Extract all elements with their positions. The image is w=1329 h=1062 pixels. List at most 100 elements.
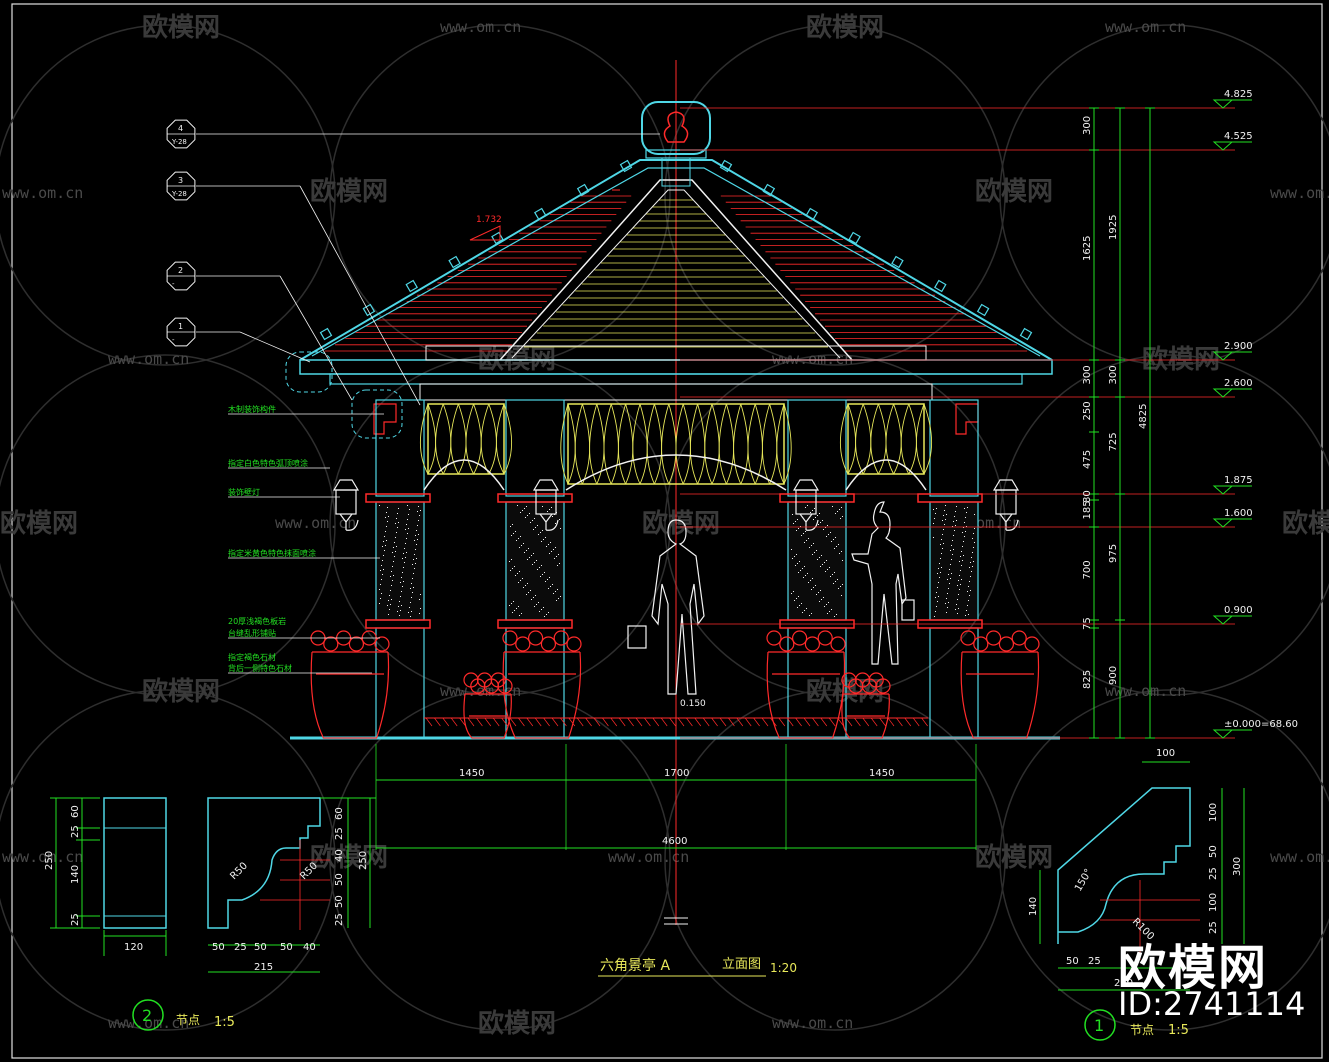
svg-text:www.om.cn: www.om.cn — [2, 848, 83, 866]
callout-number: 4 — [178, 124, 183, 133]
level-marker: 1.875 — [680, 475, 1253, 495]
svg-text:欧模网: 欧模网 — [310, 176, 388, 207]
arch-lattice — [427, 403, 925, 485]
human-figures — [627, 501, 915, 695]
callout-reference: Y-28 — [171, 190, 187, 198]
svg-text:140: 140 — [70, 865, 81, 884]
note-leaders — [228, 413, 384, 674]
svg-text:215: 215 — [254, 962, 273, 973]
lamp-icon — [532, 479, 560, 531]
slope-label: 1.732 — [469, 215, 502, 241]
detail-2-left: 120 250 60 25 140 25 — [44, 797, 167, 956]
flower-pot-icon — [960, 630, 1040, 739]
svg-text:www.om.cn: www.om.cn — [608, 848, 689, 866]
svg-text:节点: 节点 — [1130, 1023, 1154, 1037]
svg-text:www.om.cn: www.om.cn — [108, 1014, 189, 1032]
floor-hatch — [425, 717, 928, 727]
level-marker: 2.900 — [680, 341, 1253, 361]
svg-text:50: 50 — [212, 942, 225, 953]
svg-text:欧模网: 欧模网 — [1142, 344, 1220, 375]
dim-middle: 900 — [1108, 666, 1119, 685]
dim-bottom: 1700 — [664, 768, 689, 779]
level-value: 2.900 — [1224, 341, 1253, 352]
svg-text:25: 25 — [1208, 921, 1219, 934]
elevation-levels: 4.825 4.525 2.900 2.600 1.875 1.600 0.900 ±0.00… — [680, 89, 1298, 739]
level-value: 0.900 — [1224, 605, 1253, 616]
svg-text:立面图: 立面图 — [722, 957, 761, 972]
svg-text:欧模网: 欧模网 — [975, 176, 1053, 207]
svg-text:50: 50 — [334, 895, 345, 908]
callout-number: 3 — [178, 176, 183, 185]
level-marker: 0.900 — [680, 605, 1253, 625]
lamp-icon — [792, 479, 820, 531]
level-value: 4.825 — [1224, 89, 1253, 100]
svg-text:欧模网: 欧模网 — [806, 12, 884, 43]
column-upper — [375, 399, 425, 497]
material-notes: 木制装饰构件 指定白色特色弧顶喷涂 装饰壁灯 指定米黄色特色抹面喷涂 20厚浅褐… — [228, 404, 316, 673]
svg-text:25: 25 — [1088, 956, 1101, 967]
svg-text:250: 250 — [1114, 978, 1133, 989]
dim-middle: 300 — [1108, 365, 1119, 384]
dim-inner: 1625 — [1082, 236, 1093, 261]
svg-text:300: 300 — [1232, 857, 1243, 876]
svg-text:60: 60 — [70, 805, 81, 818]
roof-hatch-left — [324, 195, 632, 352]
column-upper — [505, 399, 565, 497]
callout-2: 2- — [166, 261, 196, 291]
dim-bottom: 1450 — [869, 768, 894, 779]
svg-text:60: 60 — [334, 807, 345, 820]
lamp-icon — [332, 479, 360, 531]
svg-text:1:5: 1:5 — [1168, 1023, 1189, 1038]
watermark-circles — [0, 24, 1329, 1031]
svg-text:www.om.cn: www.om.cn — [440, 18, 521, 36]
svg-text:120: 120 — [124, 942, 143, 953]
pavilion-roof — [285, 101, 1053, 439]
lamp-icon — [992, 479, 1020, 531]
svg-text:欧模网: 欧模网 — [975, 842, 1053, 873]
column-upper — [929, 399, 979, 497]
dim-middle: 1925 — [1108, 215, 1119, 240]
svg-text:指定白色特色弧顶喷涂: 指定白色特色弧顶喷涂 — [228, 458, 308, 468]
level-value: 4.525 — [1224, 131, 1253, 142]
callout-4: 4Y-28 — [166, 119, 196, 149]
level-value: ±0.000=68.60 — [1224, 719, 1298, 730]
callout-number: 1 — [178, 322, 183, 331]
svg-text:50: 50 — [1208, 845, 1219, 858]
dim-total: 4600 — [662, 836, 687, 847]
level-value: 1.600 — [1224, 508, 1253, 519]
svg-text:25: 25 — [70, 913, 81, 926]
dim-inner: 700 — [1082, 560, 1093, 579]
svg-text:25: 25 — [334, 913, 345, 926]
svg-text:欧模网: 欧模网 — [0, 508, 78, 539]
svg-text:1:5: 1:5 — [214, 1015, 235, 1030]
flower-pot-icon — [766, 630, 846, 739]
dim-outer: 4825 — [1138, 404, 1149, 429]
detail-2-profile: 50 25 50 50 40 215 60 25 40 50 50 25 250… — [207, 797, 376, 973]
svg-text:www.om.cn: www.om.cn — [1105, 682, 1186, 700]
flower-pot-icon — [310, 630, 390, 739]
watermark-text: 欧模网 www.om.cn 欧模网 www.om.cn www.om.cn 欧模… — [0, 12, 1329, 1039]
dim-inner: 185 — [1082, 500, 1093, 519]
level-marker: 4.825 — [680, 89, 1253, 109]
column-shaft — [375, 501, 425, 621]
dim-inner: 250 — [1082, 401, 1093, 420]
svg-text:100: 100 — [1208, 893, 1219, 912]
flower-pot-icon — [463, 672, 513, 739]
svg-text:台缝乱形铺贴: 台缝乱形铺贴 — [228, 628, 276, 638]
svg-text:欧模网: 欧模网 — [642, 508, 720, 539]
svg-text:2: 2 — [142, 1006, 152, 1025]
svg-text:140: 140 — [1028, 897, 1039, 916]
roof-hatch-right — [720, 195, 1028, 352]
svg-text:150°: 150° — [1073, 867, 1095, 893]
column-upper — [787, 399, 847, 497]
drawing-frame — [11, 3, 1323, 1059]
svg-text:50: 50 — [254, 942, 267, 953]
level-value: 2.600 — [1224, 378, 1253, 389]
leader-lines — [196, 133, 660, 406]
vertical-dimensions: 3001625300250475801857007582519253007259… — [1082, 107, 1155, 739]
drawing-title: 六角景亭 A 立面图 1:20 — [598, 917, 797, 977]
svg-text:www.om.cn: www.om.cn — [2, 184, 83, 202]
level-marker: 2.600 — [680, 378, 1253, 398]
